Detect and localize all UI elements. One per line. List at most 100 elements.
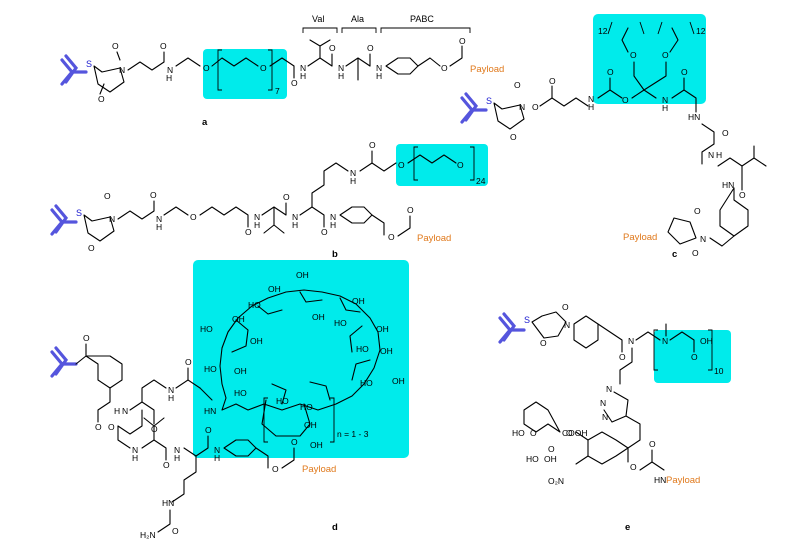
atom-o: O [649,439,656,449]
antibody-icon [50,346,78,378]
atom-o: O [566,428,573,438]
atom-hn: HN [688,112,700,122]
atom-hn: HN [722,180,734,190]
atom-ho: HO [200,324,213,334]
atom-o: O [83,333,90,343]
atom-oh: OH [544,454,557,464]
highlight-box-a [203,49,287,99]
atom-h: H [350,176,356,186]
atom-n: N [122,406,128,416]
structure-c: S N O O O O N H O O O O 12 12 N H O HN O… [460,21,767,258]
atom-h: H [214,453,220,463]
atom-n: N [662,95,668,105]
payload-label: Payload [417,233,451,244]
atom-h: H [254,220,260,230]
atom-ho: HO [276,396,289,406]
atom-h: H [716,150,722,160]
atom-hn: HN [204,406,216,416]
atom-h: H [168,393,174,403]
atom-o: O [630,462,637,472]
atom-h: H [300,71,306,81]
atom-o: O [739,190,746,200]
atom-n: N [350,168,356,178]
segment-label-val: Val [312,14,324,24]
atom-o: O [681,67,688,77]
n-repeat-d: n = 1 - 3 [337,429,369,439]
atom-o: O [367,43,374,53]
atom-n: N [156,214,162,224]
atom-n: N [167,65,173,75]
atom-o: O [532,102,539,112]
atom-o: O [160,41,167,51]
atom-o: O [540,338,547,348]
panel-label-c: c [672,249,677,260]
atom-h: H [376,71,382,81]
atom-hn: HN [654,475,666,485]
atom-o: O [398,160,405,170]
atom-oh: OH [392,376,405,386]
sulfur-label: S [86,59,92,69]
sulfur-label: S [76,208,82,218]
payload-label: Payload [302,464,336,475]
payload-label: Payload [623,232,657,243]
atom-o: O [692,248,699,258]
atom-o: O [95,422,102,432]
atom-o: O [185,357,192,367]
atom-h: H [156,222,162,232]
atom-o: O [622,95,629,105]
atom-n: N [628,336,634,346]
atom-o: O [104,191,111,201]
atom-n: N [588,94,594,104]
sar-repeat-e: 10 [714,366,724,376]
atom-o: O [88,243,95,253]
atom-h: H [338,71,344,81]
atom-o: O [283,192,290,202]
atom-nh: H [166,73,172,83]
atom-ho: HO [360,378,373,388]
structure-a: S O O N O H N O O 7 O N H O N H [60,14,504,104]
atom-o: O [291,437,298,447]
atom-h: H [292,220,298,230]
panel-label-d: d [332,522,338,533]
atom-o: O [662,50,669,60]
atom-n: N [376,63,382,73]
antibody-icon [60,54,88,86]
atom-oh: OH [268,284,281,294]
panel-label-b: b [332,249,338,260]
atom-o: O [694,206,701,216]
atom-n: N [602,412,608,422]
atom-oh: OH [380,346,393,356]
atom-o: O [549,76,556,86]
atom-n: N [132,445,138,455]
atom-n: N [119,65,125,75]
atom-cooh: COOH [562,428,588,438]
atom-oh: OH [296,270,309,280]
atom-n: N [519,102,525,112]
atom-h: H [330,220,336,230]
atom-o: O [172,526,179,536]
atom-n: N [338,63,344,73]
atom-o: O [548,444,555,454]
atom-o: O [510,132,517,142]
atom-ho: HO [300,402,313,412]
highlight-box-c [593,14,706,104]
peg-repeat-c-right: 12 [696,26,706,36]
atom-n: N [662,336,668,346]
antibody-icon [460,92,488,124]
peg-repeat-b: 24 [476,176,486,186]
atom-h: H [588,102,594,112]
peg-repeat-a: 7 [275,86,280,96]
atom-o: O [329,43,336,53]
atom-oh: OH [700,336,713,346]
antibody-icon [498,312,526,344]
atom-ho: HO [234,388,247,398]
atom-n: N [700,234,706,244]
atom-oh: OH [376,324,389,334]
atom-o: O [407,205,414,215]
segment-label-pabc: PABC [410,14,434,24]
atom-n: N [564,320,570,330]
highlight-box-b [396,144,488,186]
atom-ho: HO [356,344,369,354]
peg-repeat-c-left: 12 [598,26,608,36]
atom-o: O [205,425,212,435]
